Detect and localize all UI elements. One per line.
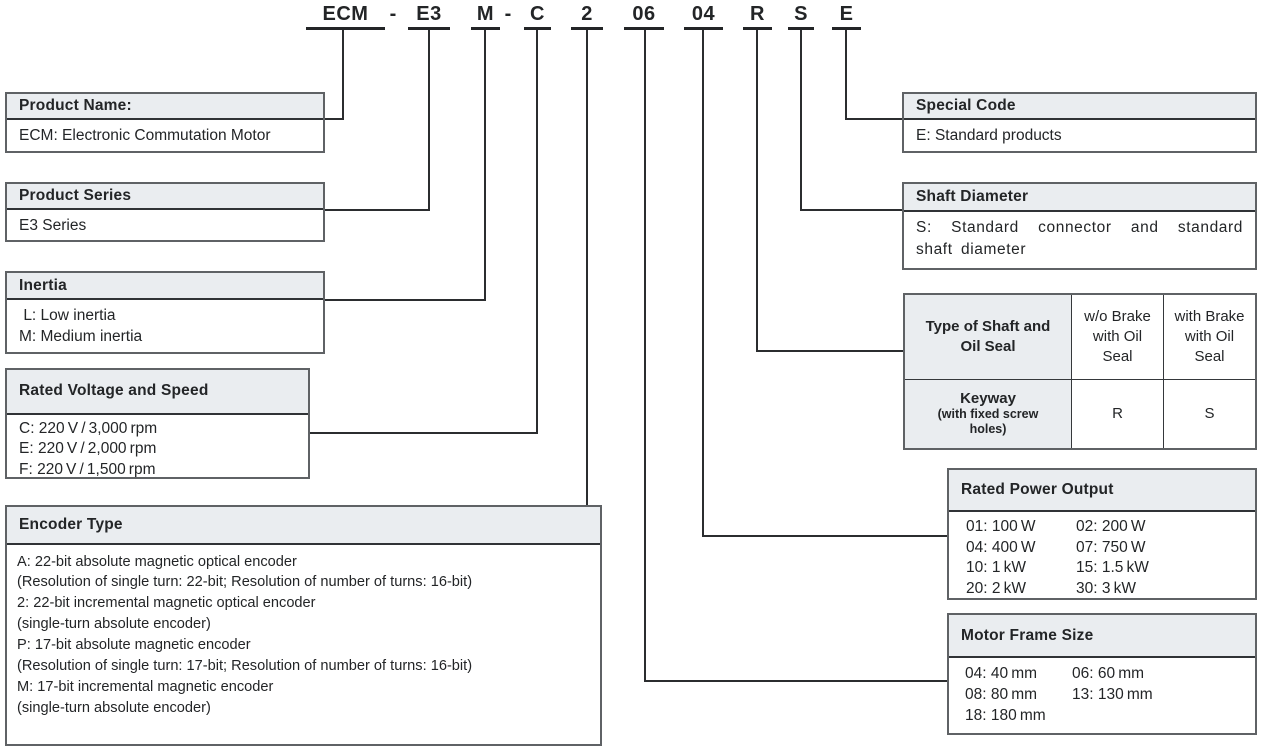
shaft-diameter-title: Shaft Diameter [904,184,1255,212]
power-option: 07: 750 W [1076,538,1146,556]
code-segment-frame: 06 [624,2,664,30]
product-series-body: E3 Series [7,210,323,236]
encoder-type-title: Encoder Type [7,507,600,545]
power-option: 15: 1.5 kW [1076,559,1149,576]
shaft-oil-seal-table: Type of Shaft and Oil Seal w/o Brake wit… [903,293,1257,450]
code-segment-inertia: M [471,2,500,30]
code-segment-power: 04 [684,2,723,30]
connector-line-voltage [536,30,538,434]
connector-line-shaft-type [756,30,758,352]
text-line: C: 220 V / 3,000 rpm [19,419,158,437]
special-code-title: Special Code [904,94,1255,120]
rated-voltage-box: Rated Voltage and Speed C: 220 V / 3,000… [5,368,310,479]
product-name-box: Product Name: ECM: Electronic Commutatio… [5,92,325,153]
table-value-r: R [1072,379,1164,448]
power-option: 04: 400 W [966,538,1036,556]
text-line: M: 17-bit incremental magnetic encoder [17,678,274,695]
connector-line-ecm [342,30,344,120]
text-line: 2: 22-bit incremental magnetic optical e… [17,595,316,612]
rated-voltage-title: Rated Voltage and Speed [7,370,308,415]
frame-option: 04: 40 mm [965,665,1038,682]
product-series-title: Product Series [7,184,323,210]
text-line: E: 220 V / 2,000 rpm [19,440,157,457]
connector-line-encoder [586,30,588,506]
connector-line-shaft-diameter [800,30,802,211]
table-col-header-with-brake: with Brake with Oil Seal [1164,295,1255,380]
text-line: S: Standard connector and standard shaft… [916,218,1252,258]
text-line: (Resolution of single turn: 17-bit; Reso… [17,658,473,675]
code-separator: - [389,3,397,25]
special-code-body: E: Standard products [904,120,1255,146]
code-segment-shaft-type: R [743,2,772,30]
code-segment-voltage: C [524,2,551,30]
power-option: 01: 100 W [966,518,1036,535]
connector-line-special-h [845,118,902,120]
shaft-diameter-body: S: Standard connector and standard shaft… [904,212,1255,261]
frame-option: 18: 180 mm [965,707,1046,724]
inertia-box: Inertia L: Low inertia M: Medium inertia [5,271,325,354]
keyway-label: Keyway [960,390,1016,408]
special-code-box: Special Code E: Standard products [902,92,1257,153]
motor-frame-box: Motor Frame Size 04: 40 mm 06: 60 mm 08:… [947,613,1257,735]
text-line: A: 22-bit absolute magnetic optical enco… [17,553,297,570]
connector-line-series-h [325,209,430,211]
code-segment-special: E [832,2,861,30]
table-corner-header: Type of Shaft and Oil Seal [905,295,1072,380]
connector-line-power [702,30,704,537]
connector-line-power-h [702,535,947,537]
encoder-type-body: A: 22-bit absolute magnetic optical enco… [7,545,600,719]
connector-line-shaft-diameter-h [800,209,902,211]
connector-line-shaft-type-h [756,350,903,352]
power-option: 20: 2 kW [966,579,1026,597]
table-row-header-keyway: Keyway (with fixed screw holes) [905,379,1072,448]
text-line: F: 220 V / 1,500 rpm [19,460,156,478]
text-line: L: Low inertia [19,307,116,324]
text-line: ECM: Electronic Commutation Motor [19,127,271,144]
power-option: 02: 200 W [1076,518,1146,535]
rated-power-box: Rated Power Output 01: 100 W 02: 200 W 0… [947,468,1257,600]
connector-line-series [428,30,430,211]
product-name-body: ECM: Electronic Commutation Motor [7,120,323,146]
product-series-box: Product Series E3 Series [5,182,325,242]
connector-line-inertia [484,30,486,301]
connector-line-special [845,30,847,120]
keyway-sublabel: (with fixed screw holes) [937,407,1039,437]
inertia-title: Inertia [7,273,323,300]
encoder-type-box: Encoder Type A: 22-bit absolute magnetic… [5,505,602,746]
connector-line-frame [644,30,646,682]
code-segment-series: E3 [408,2,450,30]
code-segment-ecm: ECM [306,2,385,30]
power-option: 30: 3 kW [1076,579,1136,597]
product-name-title: Product Name: [7,94,323,120]
shaft-diameter-box: Shaft Diameter S: Standard connector and… [902,182,1257,270]
motor-frame-title: Motor Frame Size [949,615,1255,658]
text-line: (Resolution of single turn: 22-bit; Reso… [17,574,473,591]
text-line: P: 17-bit absolute magnetic encoder [17,637,251,654]
table-col-header-wo-brake: w/o Brake with Oil Seal [1072,295,1164,380]
inertia-body: L: Low inertia M: Medium inertia [7,300,323,347]
text-line: (single-turn absolute encoder) [17,616,211,633]
rated-voltage-body: C: 220 V / 3,000 rpm E: 220 V / 2,000 rp… [7,415,308,478]
motor-frame-body: 04: 40 mm 06: 60 mm 08: 80 mm 13: 130 mm… [949,658,1255,726]
power-option: 10: 1 kW [966,559,1026,576]
connector-line-inertia-h [325,299,486,301]
text-line: M: Medium inertia [19,328,143,345]
rated-power-body: 01: 100 W 02: 200 W 04: 400 W 07: 750 W … [949,512,1255,598]
text-line: (single-turn absolute encoder) [17,699,211,716]
code-segment-shaft-diameter: S [788,2,814,30]
rated-power-title: Rated Power Output [949,470,1255,512]
connector-line-voltage-h [310,432,538,434]
code-separator: - [504,3,512,25]
table-value-s: S [1204,405,1215,423]
connector-line-ecm-h [325,118,344,120]
text-line: E: Standard products [916,127,1062,144]
code-segment-encoder: 2 [571,2,603,30]
frame-option: 13: 130 mm [1072,686,1153,703]
connector-line-frame-h [644,680,947,682]
frame-option: 06: 60 mm [1072,665,1145,682]
frame-option: 08: 80 mm [965,686,1038,703]
text-line: E3 Series [19,217,87,234]
